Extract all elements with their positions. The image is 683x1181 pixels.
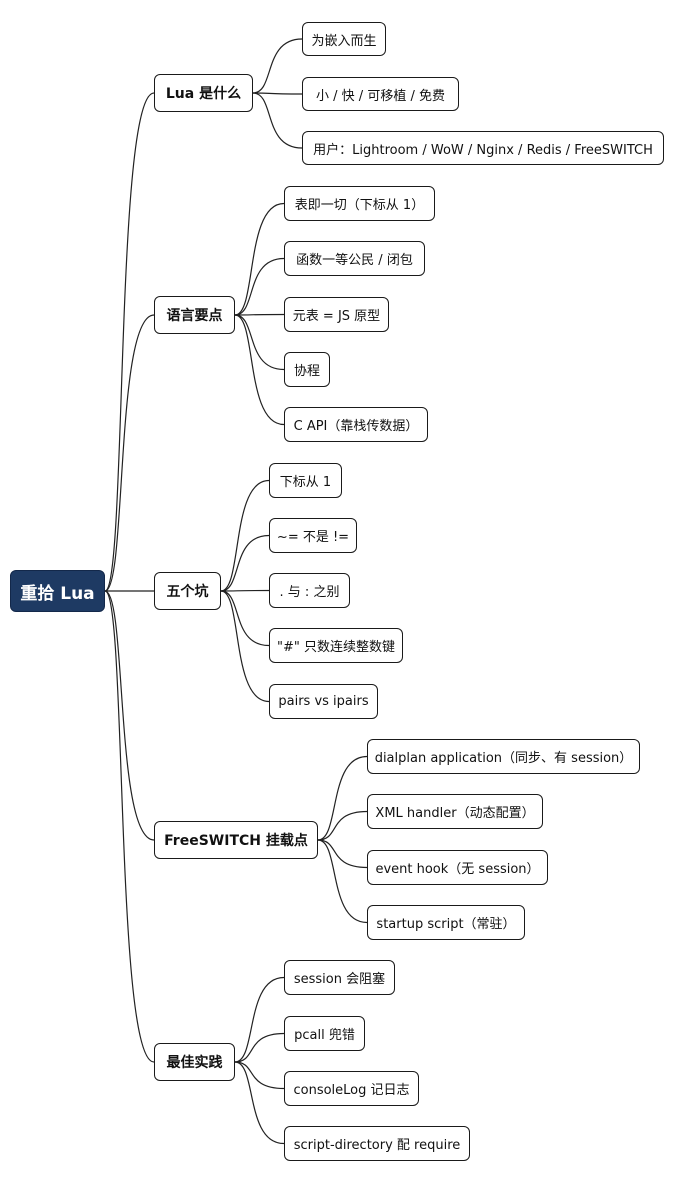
branch-leaf-connector [252, 92, 303, 95]
leaf-node: consoleLog 记日志 [284, 1071, 419, 1106]
root-branch-connector [104, 590, 155, 1063]
leaf-node: event hook（无 session） [367, 850, 548, 885]
leaf-node: dialplan application（同步、有 session） [367, 739, 640, 774]
branch-lua-what: Lua 是什么 [154, 74, 253, 112]
leaf-node: XML handler（动态配置） [367, 794, 543, 829]
branch-leaf-connector [234, 1061, 285, 1145]
leaf-node: pcall 兜错 [284, 1016, 365, 1051]
leaf-node: 用户：Lightroom / WoW / Nginx / Redis / Fre… [302, 131, 664, 165]
leaf-node: ~= 不是 != [269, 518, 357, 553]
branch-leaf-connector [234, 202, 285, 316]
branch-leaf-connector [252, 92, 303, 149]
branch-leaf-connector [234, 976, 285, 1063]
leaf-node: . 与 : 之别 [269, 573, 350, 608]
branch-leaf-connector [220, 534, 270, 592]
leaf-node: session 会阻塞 [284, 960, 395, 995]
branch-leaf-connector [234, 313, 285, 316]
leaf-node: 表即一切（下标从 1） [284, 186, 435, 221]
branch-freeswitch-hooks: FreeSWITCH 挂载点 [154, 821, 318, 859]
leaf-node: 为嵌入而生 [302, 22, 386, 56]
leaf-node: startup script（常驻） [367, 905, 525, 940]
branch-leaf-connector [220, 479, 270, 592]
branch-leaf-connector [220, 589, 270, 592]
root-node: 重拾 Lua [10, 570, 105, 612]
branch-leaf-connector [234, 1061, 285, 1090]
leaf-node: 函数一等公民 / 闭包 [284, 241, 425, 276]
leaf-node: pairs vs ipairs [269, 684, 378, 719]
root-branch-connector [104, 314, 155, 592]
branch-language-points: 语言要点 [154, 296, 235, 334]
leaf-node: 下标从 1 [269, 463, 342, 498]
leaf-node: "#" 只数连续整数键 [269, 628, 403, 663]
branch-leaf-connector [220, 590, 270, 647]
branch-leaf-connector [234, 257, 285, 316]
leaf-node: script-directory 配 require [284, 1126, 470, 1161]
branch-leaf-connector [252, 38, 303, 94]
branch-leaf-connector [234, 1032, 285, 1063]
branch-leaf-connector [317, 755, 368, 841]
root-branch-connector [104, 590, 155, 841]
branch-best-practices: 最佳实践 [154, 1043, 235, 1081]
root-branch-connector [104, 92, 155, 592]
branch-leaf-connector [317, 839, 368, 869]
leaf-node: 元表 = JS 原型 [284, 297, 389, 332]
leaf-node: 协程 [284, 352, 330, 387]
branch-leaf-connector [317, 839, 368, 924]
leaf-node: 小 / 快 / 可移植 / 免费 [302, 77, 459, 111]
branch-five-pitfalls: 五个坑 [154, 572, 221, 610]
leaf-node: C API（靠栈传数据） [284, 407, 428, 442]
branch-leaf-connector [220, 590, 270, 703]
branch-leaf-connector [234, 314, 285, 426]
branch-leaf-connector [317, 810, 368, 841]
branch-leaf-connector [234, 314, 285, 371]
